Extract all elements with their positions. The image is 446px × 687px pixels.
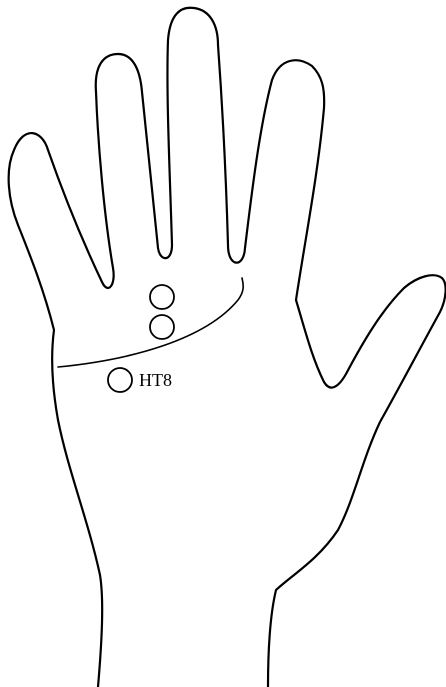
acupoint-marker-middle — [150, 315, 174, 339]
hand-outline — [9, 8, 446, 687]
acupoint-marker-ht8 — [108, 368, 132, 392]
acupoint-marker-upper — [150, 285, 174, 309]
acupoint-label-ht8: HT8 — [139, 370, 172, 390]
